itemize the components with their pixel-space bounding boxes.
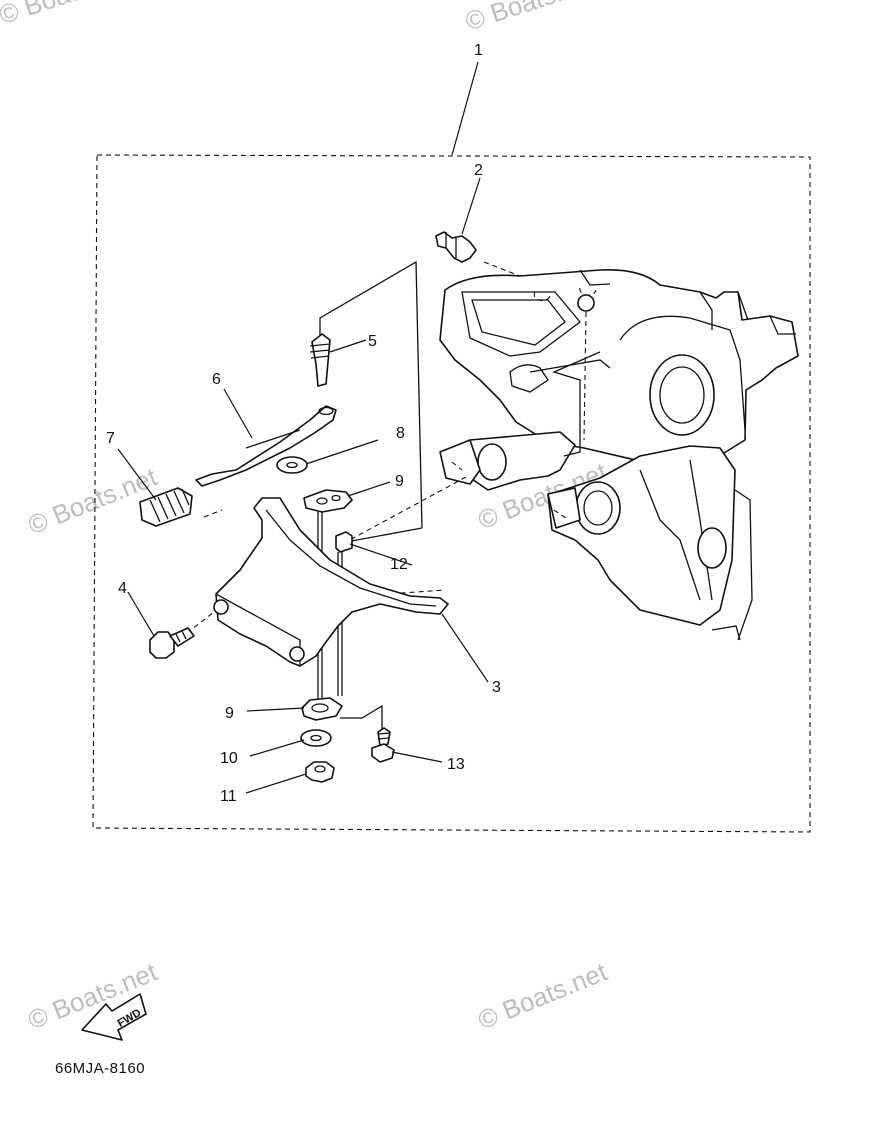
callout-labels: 1 2 3 4 5 6 7 8 9 9 10 11 12 13 bbox=[106, 42, 501, 805]
screw-part-13 bbox=[371, 727, 395, 763]
callout-6: 6 bbox=[212, 371, 221, 388]
throttle-bracket-part-3 bbox=[213, 497, 449, 667]
callout-7: 7 bbox=[106, 430, 115, 447]
grease-nipple-part-2 bbox=[435, 231, 477, 263]
callout-leaders bbox=[117, 61, 489, 794]
collar-part-12 bbox=[335, 531, 353, 553]
flat-washer-part-10 bbox=[300, 729, 332, 747]
grip-part-7 bbox=[139, 487, 193, 527]
bolt-part-4 bbox=[149, 627, 195, 659]
nut-part-11 bbox=[305, 761, 335, 783]
plate-part-9-upper bbox=[303, 489, 353, 513]
callout-2: 2 bbox=[474, 162, 483, 179]
callout-11: 11 bbox=[220, 788, 237, 805]
swivel-bracket bbox=[439, 431, 753, 641]
callout-13: 13 bbox=[447, 756, 465, 773]
callout-4: 4 bbox=[118, 580, 127, 597]
alignment-lines bbox=[186, 261, 587, 634]
callout-3: 3 bbox=[492, 679, 501, 696]
callout-12: 12 bbox=[390, 556, 408, 573]
washer-part-8 bbox=[276, 456, 308, 474]
engine-bracket-body bbox=[439, 268, 799, 463]
callout-9-lower: 9 bbox=[225, 705, 234, 722]
bolt-part-5 bbox=[309, 333, 331, 387]
watermark-top-center: © Boats.net bbox=[462, 0, 602, 37]
watermark-bottom-center: © Boats.net bbox=[474, 956, 612, 1035]
cup-washer-part-9-lower bbox=[301, 697, 343, 721]
assembly-boundary bbox=[92, 154, 811, 833]
callout-8: 8 bbox=[396, 425, 405, 442]
callout-10: 10 bbox=[220, 750, 238, 767]
lever-arm-part-6 bbox=[195, 405, 337, 487]
watermark-top-left: © Boats.net bbox=[0, 0, 135, 30]
callout-5: 5 bbox=[368, 333, 377, 350]
callout-9-upper: 9 bbox=[395, 473, 404, 490]
diagram-code: 66MJA-8160 bbox=[55, 1060, 145, 1077]
callout-1: 1 bbox=[474, 42, 483, 59]
grouping-lines bbox=[319, 260, 601, 750]
